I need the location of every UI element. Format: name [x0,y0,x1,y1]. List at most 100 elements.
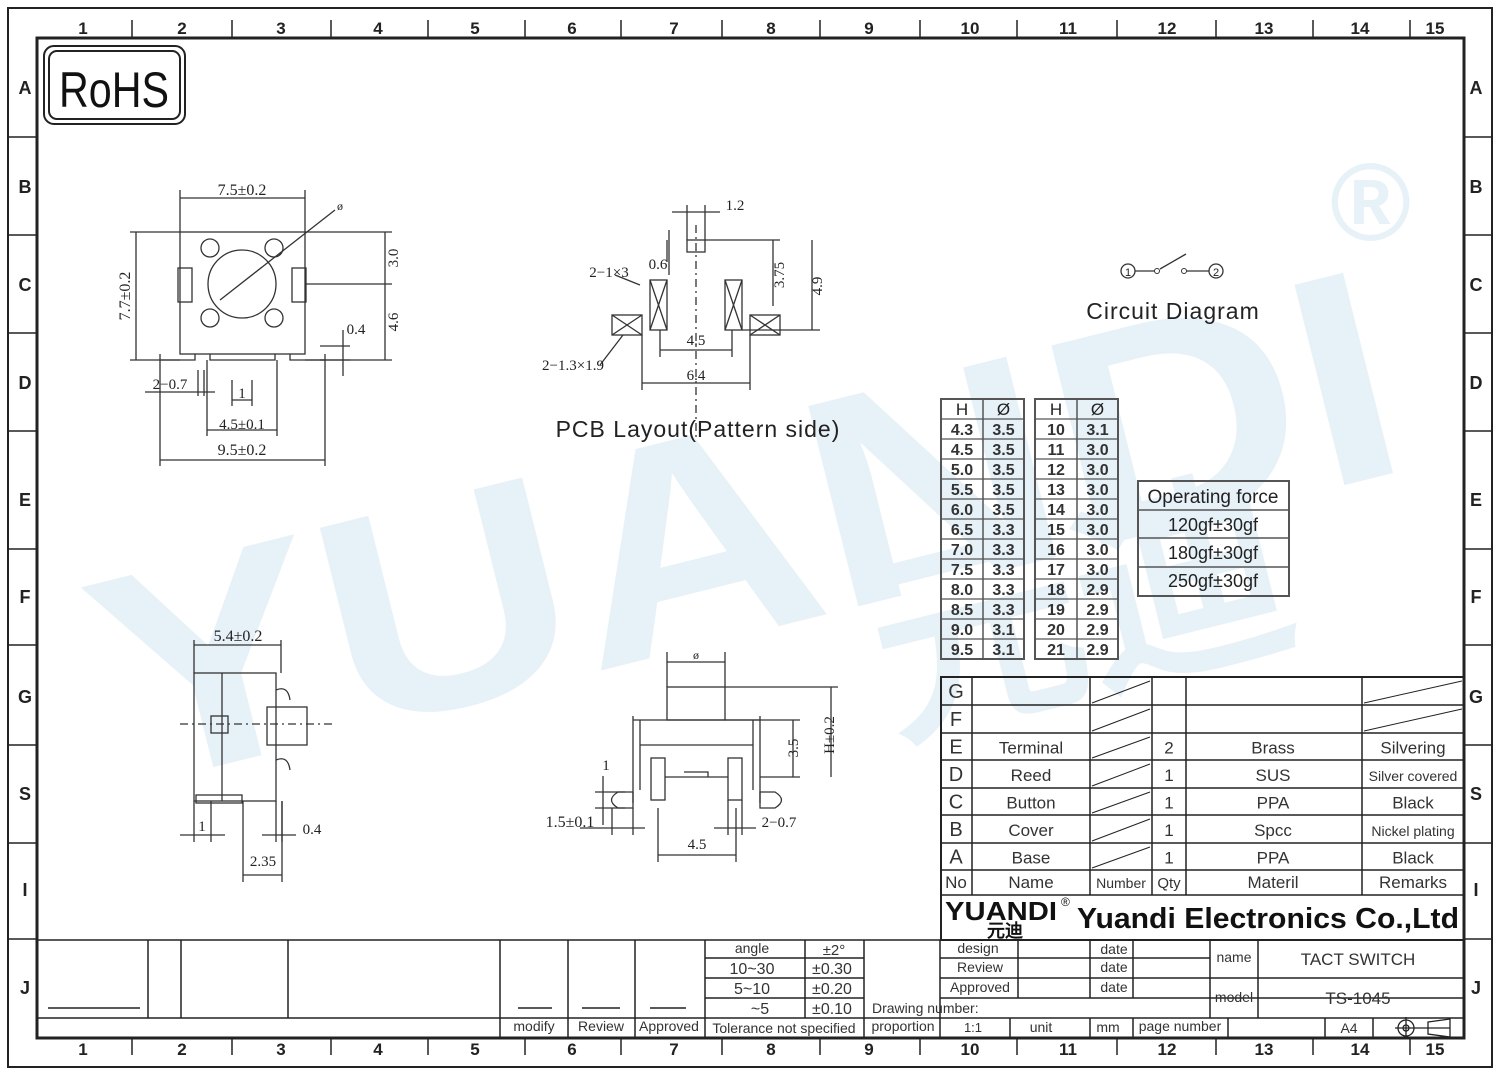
title-block-text: angle ±2° 10~30 ±0.30 5~10 ±0.20 ~5 ±0.1… [513,940,1415,1036]
height-table-cell: 3.5 [992,442,1014,459]
company-logo: YUANDI [945,896,1057,926]
pcb-dim-6-4: 6.4 [687,368,706,384]
grid-row-label: C [1470,275,1483,295]
top-view-drawing [130,190,392,466]
grid-row-label: S [1470,784,1482,804]
bom-cell: SUS [1256,766,1291,785]
grid-row-label: C [19,275,32,295]
tolerance-angle-value: ±2° [823,942,846,959]
height-table-cell: 7.0 [951,542,973,559]
height-table-cell: 4.5 [951,442,973,459]
height-table-cell: 9.0 [951,622,973,639]
circuit-pin-1: 1 [1125,267,1131,279]
grid-row-label: B [1470,177,1483,197]
grid-row-label: J [20,978,30,998]
height-table-cell: 20 [1047,622,1065,639]
front-dim-h: H±0.2 [822,716,838,754]
sheet-size: A4 [1340,1020,1357,1036]
title-block-symbol [1395,1017,1451,1039]
unit-value: mm [1096,1019,1119,1035]
grid-column-label: 14 [1351,1040,1370,1059]
grid-row-label: S [19,784,31,804]
pcb-dim-4-9: 4.9 [810,277,826,296]
tolerance-range-label: ~5 [751,1001,769,1018]
height-table-cell: 3.5 [992,462,1014,479]
height-table-cell: 3.0 [1086,542,1108,559]
grid-row-label: F [1471,587,1482,607]
side-view-dimensions: 5.4±0.2 1 0.4 2.35 [198,628,322,870]
grid-row-label: I [1473,880,1478,900]
signoff-date: date [1100,959,1127,975]
grid-column-label: 15 [1426,1040,1445,1059]
dim-3-0: 3.0 [386,249,402,268]
grid-column-label: 7 [669,19,678,38]
bom-header: Remarks [1379,873,1447,892]
dim-1: 1 [238,386,246,402]
grid-column-label: 14 [1351,19,1370,38]
pcb-dim-0-6: 0.6 [649,257,668,273]
side-dim-1: 1 [198,819,206,835]
grid-column-label: 6 [567,19,576,38]
grid-ticks [8,20,1492,1055]
revision-review: Review [578,1018,625,1034]
grid-column-label: 12 [1158,19,1177,38]
pcb-dim-1-2: 1.2 [726,198,745,214]
grid-column-label: 9 [864,19,873,38]
height-table-cell: 3.1 [992,622,1014,639]
tolerance-angle-label: angle [735,940,769,956]
height-table-cell: 8.5 [951,602,973,619]
grid-row-label: F [20,587,31,607]
front-dim-2-0-7: 2−0.7 [762,815,797,831]
bom-cell: B [949,819,962,841]
force-row: 120gf±30gf [1168,515,1259,535]
dim-4-6: 4.6 [386,312,402,331]
grid-row-label: E [1470,490,1482,510]
tolerance-range-label: 10~30 [730,961,775,978]
unit-label: unit [1030,1019,1053,1035]
tolerance-range-value: ±0.10 [812,1001,852,1018]
height-table-cell: 3.5 [992,482,1014,499]
force-row: 250gf±30gf [1168,571,1259,591]
tolerance-range-label: 5~10 [734,981,770,998]
bom-cell: Reed [1011,766,1052,785]
grid-column-label: 2 [177,19,186,38]
bom-cell: Silvering [1380,739,1445,758]
grid-column-label: 5 [470,19,479,38]
bom-cell: Nickel plating [1371,823,1454,839]
bom-header: Number [1096,875,1146,891]
grid-column-label: 8 [766,1040,775,1059]
tolerance-range-value: ±0.20 [812,981,852,998]
dim-diameter: ø [337,199,343,213]
bom-cell: C [949,792,963,814]
height-table-cell: 7.5 [951,562,973,579]
name-value: TACT SWITCH [1301,950,1416,969]
bom-cell: E [949,737,962,759]
force-row: 180gf±30gf [1168,543,1259,563]
height-table-cell: 21 [1047,642,1065,659]
bom-cell: 1 [1164,849,1173,868]
scale-value: 1:1 [964,1020,982,1035]
company-name: Yuandi Electronics Co.,Ltd [1077,903,1459,935]
grid-row-label: A [19,78,32,98]
height-table-cell: 2.9 [1086,602,1108,619]
sheet-border [7,7,1493,1068]
grid-column-label: 12 [1158,1040,1177,1059]
height-table-cell: 3.3 [992,582,1014,599]
grid-column-label: 15 [1426,19,1445,38]
grid-column-label: 4 [373,1040,383,1059]
height-table-cell: 3.3 [992,542,1014,559]
grid-column-label: 4 [373,19,383,38]
grid-column-label: 3 [276,1040,285,1059]
bom-cell: Terminal [999,739,1063,758]
title-block-lines [37,939,1464,1038]
height-table-cell: 5.0 [951,462,973,479]
pcb-dim-2-1x3: 2−1×3 [589,265,628,281]
bom-cell: Silver covered [1369,768,1458,784]
dim-width: 7.5±0.2 [218,182,267,199]
bom-cell: Base [1012,849,1051,868]
height-table-header: H [956,400,968,419]
dim-9-5: 9.5±0.2 [218,442,267,459]
grid-column-label: 11 [1059,19,1077,38]
height-table-cell: 15 [1047,522,1065,539]
